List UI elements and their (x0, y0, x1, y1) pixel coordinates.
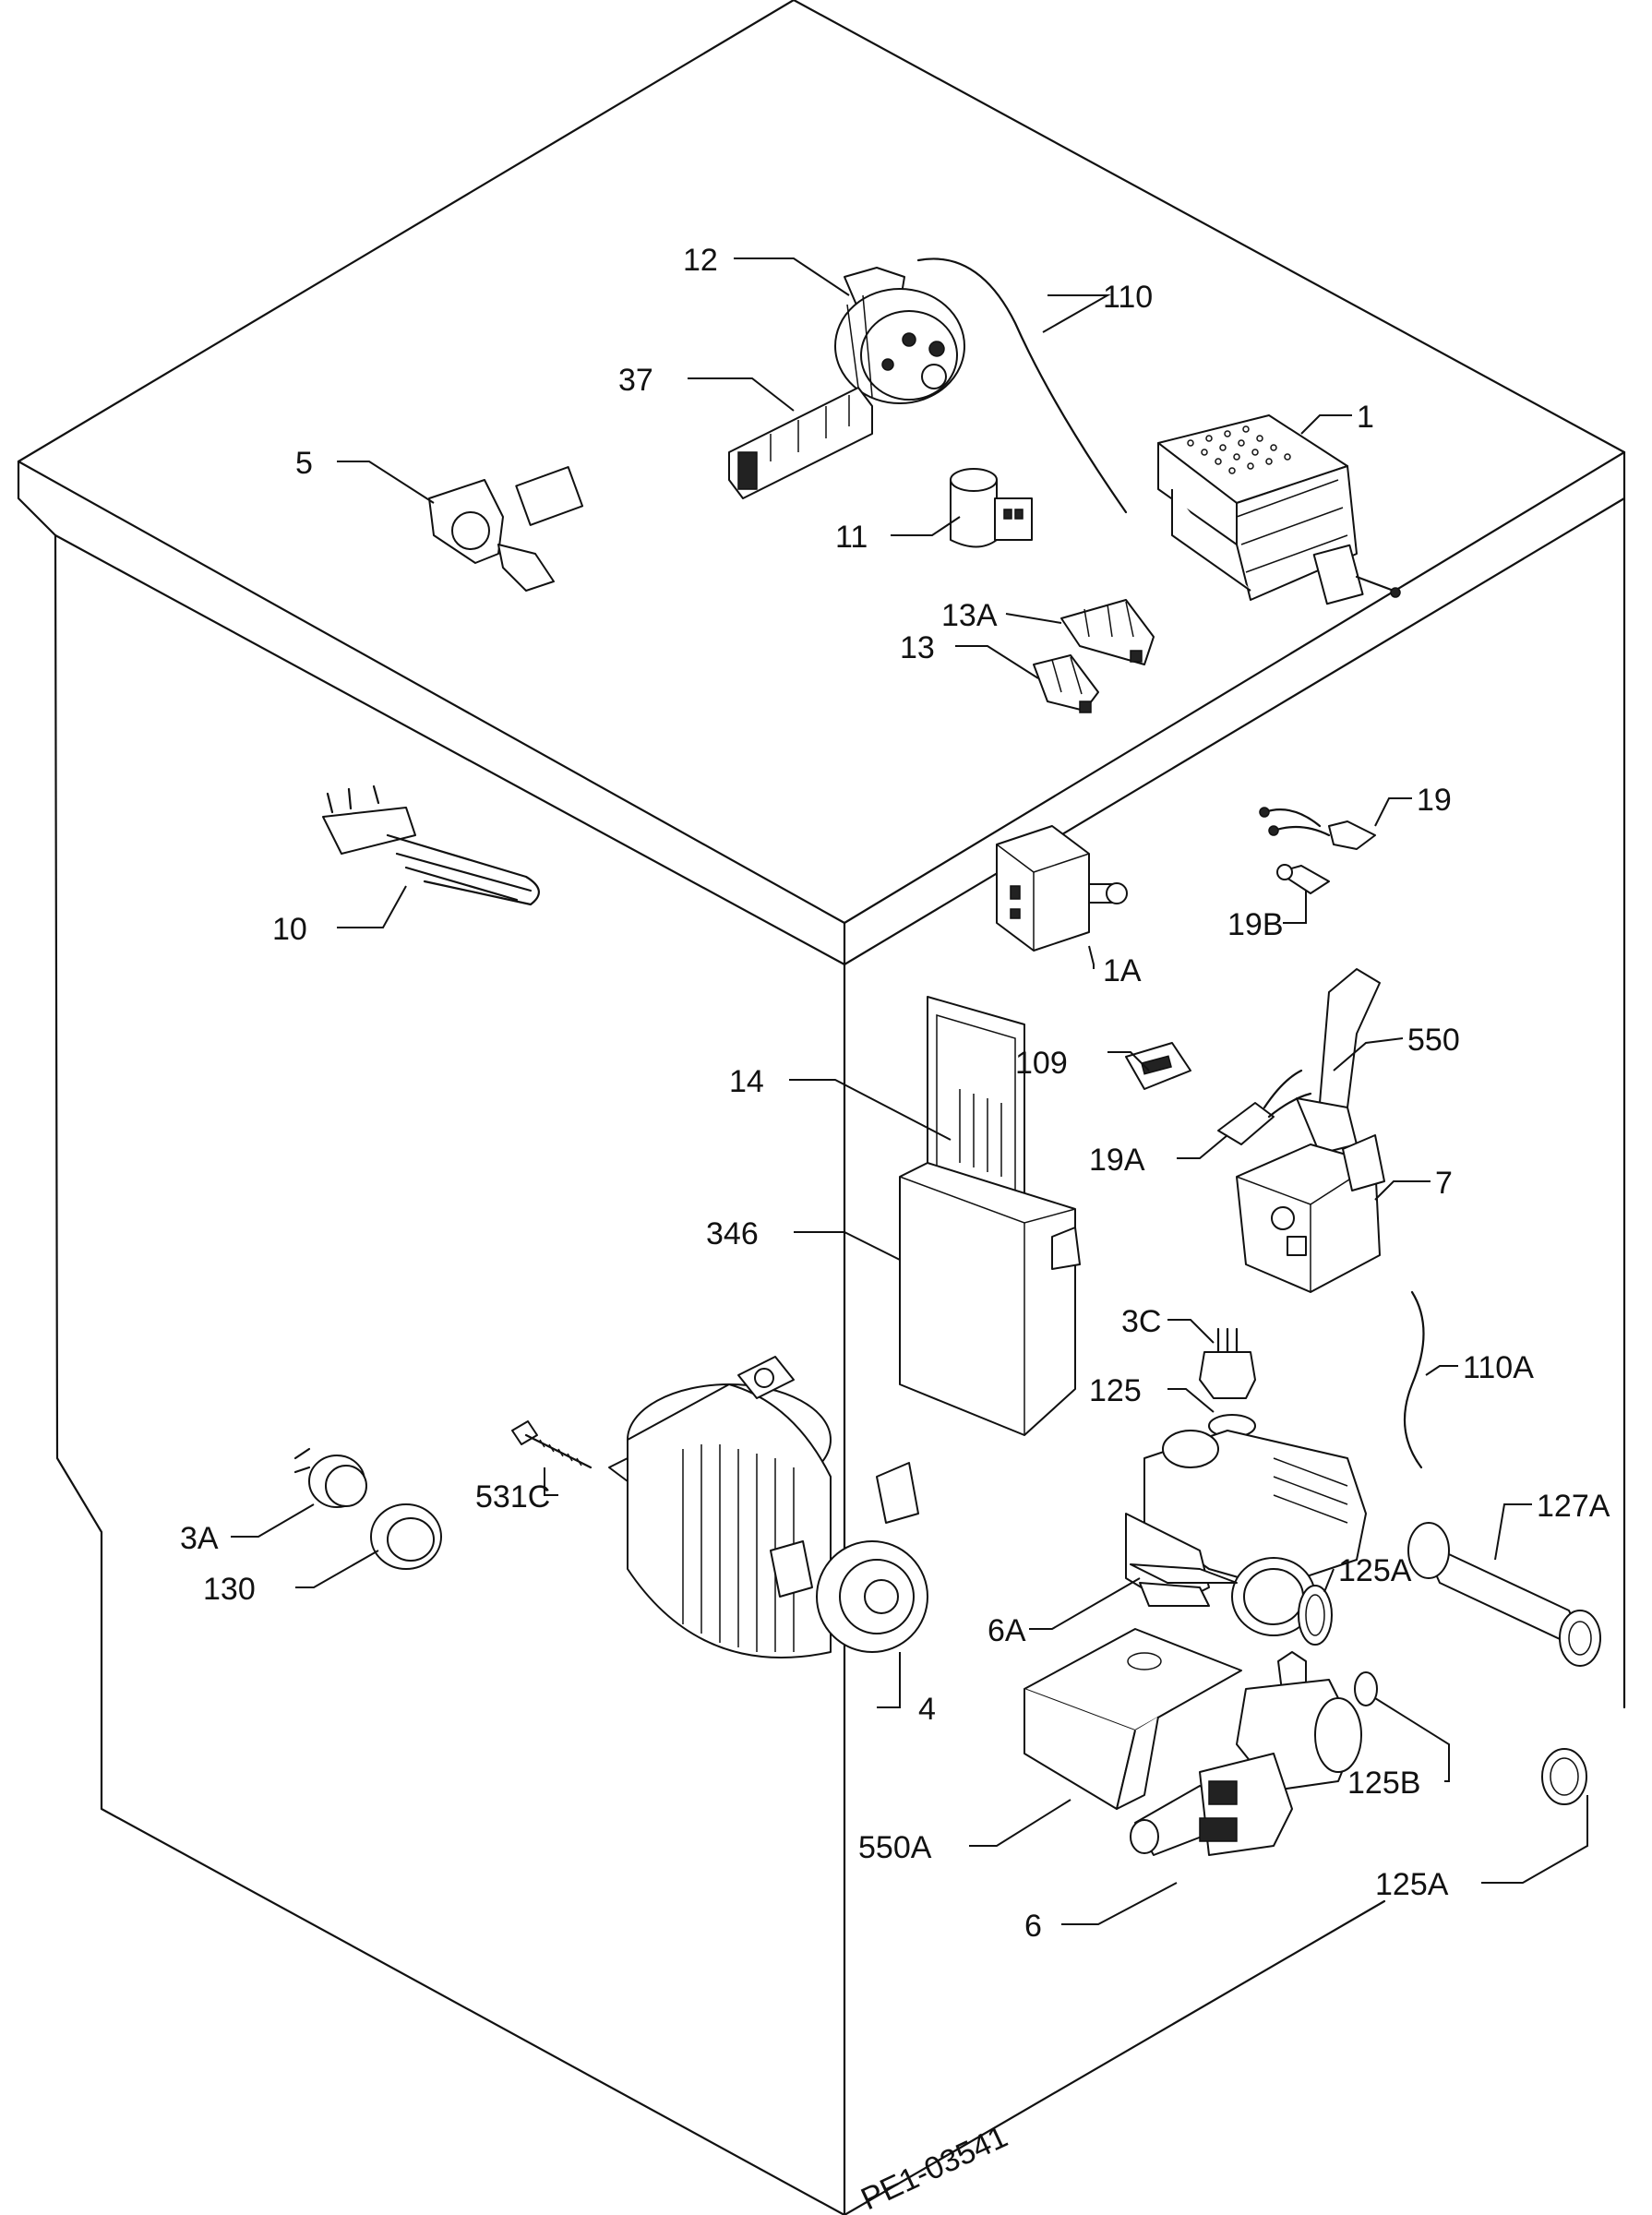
label-346: 346 (706, 1216, 759, 1251)
part-531C-screw (511, 1420, 593, 1469)
label-125: 125 (1089, 1373, 1142, 1408)
part-3A-sensor (293, 1447, 367, 1508)
label-11: 11 (835, 520, 868, 555)
part-1-programmer (1157, 414, 1401, 605)
part-109-clip (1125, 1042, 1191, 1090)
part-3C-sensor (1199, 1327, 1256, 1399)
part-125A-seal-lower (1541, 1748, 1587, 1805)
part-12-pressure-switch (834, 267, 965, 404)
part-5-inlet-valve (428, 466, 584, 592)
part-labels: 12 110 37 5 1 11 13A 13 19 19B 10 1A 14 … (180, 243, 1610, 1944)
label-6A: 6A (988, 1613, 1026, 1648)
label-109: 109 (1015, 1046, 1068, 1081)
part-127A-pipe (1407, 1522, 1601, 1667)
part-11-capacitor (950, 468, 1033, 548)
label-19A: 19A (1089, 1143, 1145, 1178)
label-130: 130 (203, 1572, 256, 1607)
label-3A: 3A (180, 1521, 219, 1556)
part-19A-sensor (1217, 1069, 1312, 1145)
part-130-grommet (370, 1503, 442, 1570)
pump-housing (1125, 1430, 1367, 1636)
part-125B-seal (1354, 1671, 1378, 1706)
part-7-door-lock (1236, 1134, 1385, 1293)
label-125A-lower: 125A (1375, 1867, 1449, 1902)
label-13: 13 (900, 630, 935, 665)
part-125A-seal-upper (1298, 1585, 1333, 1646)
label-5: 5 (295, 446, 313, 481)
part-13A-connector (1060, 599, 1155, 665)
part-6A-bracket (1130, 1563, 1238, 1584)
label-110: 110 (1103, 280, 1153, 315)
label-12: 12 (683, 243, 718, 278)
label-4: 4 (918, 1692, 936, 1727)
label-10: 10 (272, 912, 307, 947)
part-6-drain-pump (1130, 1651, 1362, 1856)
label-550: 550 (1407, 1023, 1460, 1058)
label-1A: 1A (1103, 953, 1142, 988)
label-14: 14 (729, 1064, 764, 1099)
label-7: 7 (1435, 1166, 1453, 1201)
part-346-dispenser-housing (899, 1162, 1081, 1436)
part-550A-cover (1024, 1628, 1242, 1810)
label-531C: 531C (475, 1479, 550, 1515)
label-37: 37 (618, 363, 653, 398)
part-10-heater (322, 784, 540, 906)
label-1: 1 (1357, 400, 1374, 435)
label-19: 19 (1417, 783, 1452, 818)
label-110A: 110A (1463, 1350, 1534, 1385)
part-110-hose (916, 257, 1128, 514)
part-19B-sensor (1276, 864, 1330, 894)
label-125B: 125B (1347, 1766, 1420, 1801)
label-6: 6 (1024, 1909, 1042, 1944)
part-1A-selector (996, 825, 1128, 952)
leader-lines (231, 257, 1588, 1925)
label-550A: 550A (858, 1830, 932, 1865)
part-13-connector (1033, 654, 1099, 713)
drawing-code: PE1-03541 (856, 2119, 1012, 2215)
label-127A: 127A (1537, 1489, 1610, 1524)
part-550-lever (1296, 968, 1381, 1155)
label-125A-upper: 125A (1338, 1553, 1412, 1588)
part-19-sensor (1259, 807, 1376, 850)
part-37-connector (728, 387, 873, 499)
part-4-motor (608, 1356, 928, 1658)
label-19B: 19B (1227, 907, 1284, 942)
label-3C: 3C (1121, 1304, 1161, 1339)
label-13A: 13A (941, 598, 998, 633)
